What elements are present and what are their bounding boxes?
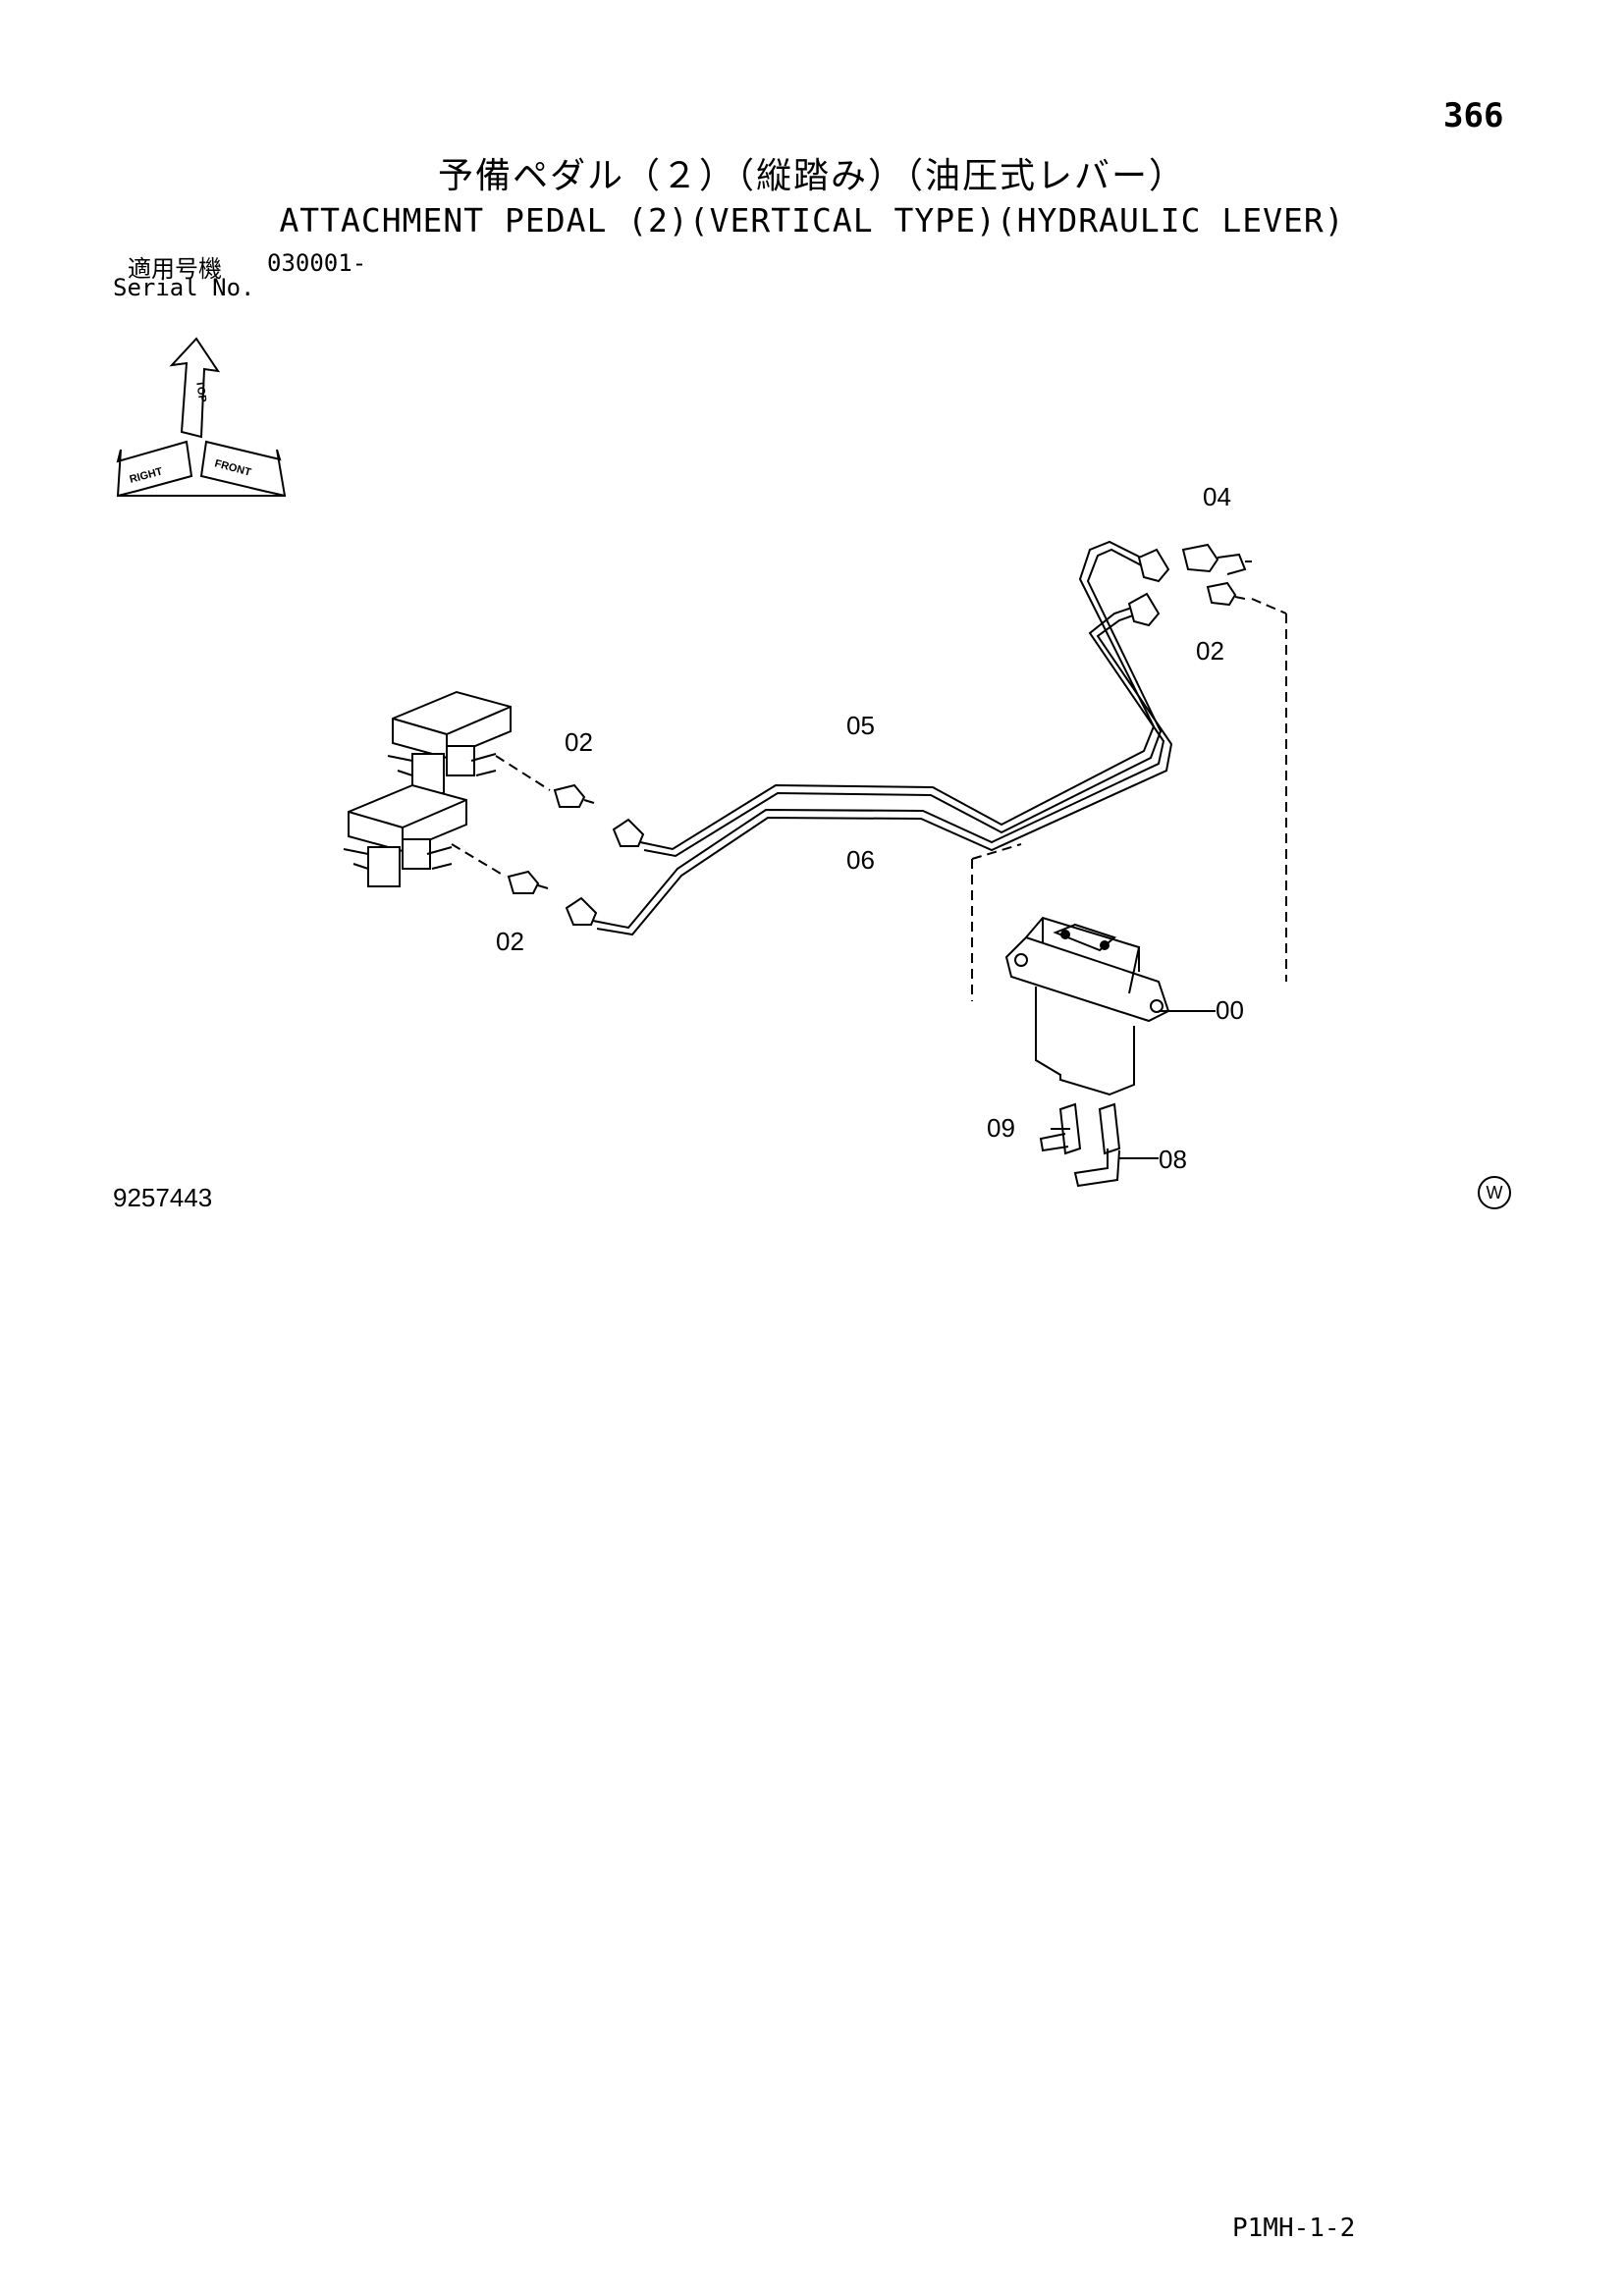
fitting-08 [1073, 1102, 1121, 1188]
hose-nut-mid-right [1127, 592, 1161, 627]
orientation-top-label: TOP [193, 380, 208, 403]
elbow-04 [1181, 543, 1252, 575]
serial-label-english: Serial No. [113, 274, 255, 301]
serial-value: 030001- [267, 249, 367, 277]
label-02-left-upper: 02 [565, 727, 593, 757]
title-english: ATTACHMENT PEDAL (2)(VERTICAL TYPE)(HYDR… [279, 201, 1345, 240]
label-08: 08 [1159, 1145, 1187, 1174]
brand-mark: W [1478, 1176, 1511, 1209]
top-arrow [169, 337, 221, 439]
hose-nut-upper-right [1137, 548, 1170, 583]
drawing-number: 9257443 [113, 1183, 213, 1212]
hose-nut-upper [612, 818, 645, 847]
title-japanese: 予備ペダル（２）（縦踏み）（油圧式レバー） [437, 156, 1186, 196]
label-02-top-right: 02 [1196, 636, 1224, 666]
pilot-valve-00 [1004, 916, 1170, 1096]
fitting-02-right [1206, 581, 1246, 607]
orientation-indicator: TOP RIGHT FRONT [116, 337, 287, 498]
pipe-06 [592, 603, 1173, 936]
label-09: 09 [987, 1113, 1015, 1143]
page-code: P1MH-1-2 [1232, 2214, 1356, 2243]
page-number: 366 [1443, 96, 1504, 135]
label-05: 05 [846, 711, 875, 740]
fitting-02-upper [553, 783, 595, 808]
fitting-02-lower [507, 870, 549, 894]
label-02-left-lower: 02 [496, 927, 524, 956]
label-06: 06 [846, 845, 875, 875]
label-00: 00 [1216, 995, 1244, 1025]
pipe-05 [639, 540, 1163, 858]
control-valve-lower [343, 783, 467, 887]
serial-label-japanese: 適用号機 [128, 255, 222, 283]
control-valve-upper [387, 690, 512, 794]
hose-nut-lower [565, 896, 598, 926]
label-04: 04 [1203, 482, 1231, 511]
